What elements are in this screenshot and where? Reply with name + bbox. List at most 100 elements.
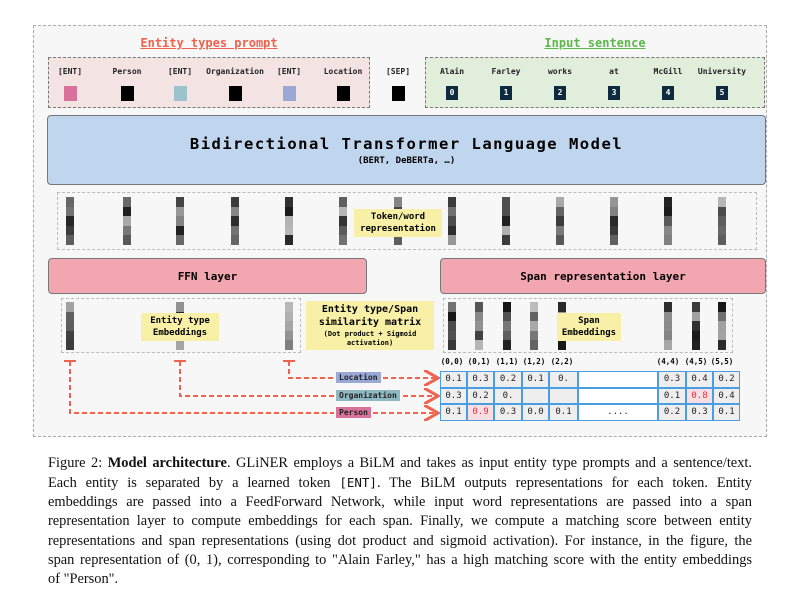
vector-segment bbox=[503, 302, 511, 312]
matrix-cell: 0.0 bbox=[522, 404, 549, 421]
matrix-cell: 0.3 bbox=[467, 371, 494, 388]
vector-segment bbox=[558, 302, 566, 312]
sentence-token-index: 2 bbox=[554, 86, 566, 100]
label-line: Embeddings bbox=[152, 328, 208, 338]
span-embedding-vector bbox=[475, 302, 483, 350]
vector-segment bbox=[285, 321, 293, 331]
caption-code: [ENT] bbox=[339, 475, 377, 491]
entity-label-location: Location bbox=[336, 372, 381, 383]
sentence-token-label: works bbox=[547, 67, 573, 76]
vector-segment bbox=[664, 197, 672, 207]
matrix-cell: 0.4 bbox=[713, 387, 740, 404]
vector-segment bbox=[692, 321, 700, 331]
vector-segment bbox=[285, 206, 293, 217]
sentence-token-index: 1 bbox=[500, 86, 512, 100]
vector-segment bbox=[66, 321, 74, 331]
vector-segment bbox=[394, 197, 402, 207]
span-embedding-vector bbox=[664, 302, 672, 350]
sentence-token-label: Alain bbox=[439, 67, 465, 76]
vector-segment bbox=[285, 302, 293, 312]
vector-segment bbox=[718, 216, 726, 226]
span-emb-box bbox=[443, 298, 733, 353]
span-header: (0,0) bbox=[440, 357, 464, 366]
vector-segment bbox=[664, 235, 672, 245]
caption-line: span representation of (0, 1), correspon… bbox=[48, 551, 752, 568]
vector-segment bbox=[475, 321, 483, 331]
vector-segment bbox=[176, 225, 184, 236]
vector-segment bbox=[123, 216, 131, 226]
vector-segment bbox=[123, 235, 131, 245]
caption-line: representations and span representations… bbox=[48, 532, 752, 549]
sentence-token-index: 3 bbox=[608, 86, 620, 100]
caption-line: representation layer to compute embeddin… bbox=[48, 513, 752, 530]
vector-segment bbox=[123, 197, 131, 207]
vector-segment bbox=[475, 302, 483, 312]
sentence-token-label: Farley bbox=[491, 67, 521, 76]
arrow-organization-in bbox=[179, 361, 334, 397]
entity-embedding-vector bbox=[285, 302, 293, 350]
matrix-cell: 0.3 bbox=[686, 404, 713, 421]
matrix-cell: 0.2 bbox=[467, 387, 494, 404]
vector-segment bbox=[66, 311, 74, 322]
matrix-cell: 0.1 bbox=[522, 371, 549, 388]
vector-segment bbox=[502, 206, 510, 217]
sep-token-square bbox=[392, 86, 405, 101]
prompt-token-square bbox=[229, 86, 242, 101]
token-vector bbox=[339, 197, 347, 245]
vector-segment bbox=[530, 302, 538, 312]
vector-segment bbox=[503, 340, 511, 350]
matrix-cell: 0.8 bbox=[686, 387, 713, 404]
vector-segment bbox=[448, 216, 456, 226]
sentence-token-label: McGill bbox=[653, 67, 683, 76]
prompt-box bbox=[48, 57, 370, 108]
prompt-token-label: Location bbox=[323, 67, 363, 76]
label-line: Token/word bbox=[370, 212, 426, 222]
vector-segment bbox=[339, 216, 347, 226]
vector-segment bbox=[664, 321, 672, 331]
sentence-token-index: 5 bbox=[716, 86, 728, 100]
entity-label-person: Person bbox=[336, 407, 371, 418]
caption-label: Figure 2: bbox=[48, 455, 108, 471]
bilm-subtitle: (BERT, DeBERTa, …) bbox=[357, 155, 456, 166]
matrix-cell bbox=[578, 371, 658, 388]
caption-text: Each entity is separated by a learned to… bbox=[48, 475, 340, 492]
vector-segment bbox=[339, 206, 347, 217]
vector-segment bbox=[610, 197, 618, 207]
vector-segment bbox=[66, 235, 74, 245]
matrix-cell: 0.1 bbox=[713, 404, 740, 421]
prompt-token-square bbox=[283, 86, 296, 101]
entity-label-organization: Organization bbox=[336, 390, 400, 401]
vector-segment bbox=[394, 235, 402, 245]
vector-segment bbox=[66, 197, 74, 207]
vector-segment bbox=[502, 197, 510, 207]
vector-segment bbox=[556, 216, 564, 226]
vector-segment bbox=[66, 302, 74, 312]
vector-segment bbox=[664, 302, 672, 312]
vector-segment bbox=[692, 311, 700, 322]
vector-segment bbox=[176, 235, 184, 245]
sentence-token-label: University bbox=[697, 67, 747, 76]
vector-segment bbox=[339, 197, 347, 207]
matrix-subtitle: (Dot product + Sigmoid activation) bbox=[323, 330, 417, 347]
token-repr-box bbox=[57, 192, 757, 250]
vector-segment bbox=[66, 330, 74, 341]
vector-segment bbox=[176, 302, 184, 312]
vector-segment bbox=[558, 340, 566, 350]
vector-segment bbox=[664, 311, 672, 322]
caption-title: Model architecture bbox=[107, 455, 227, 471]
matrix-cell: 0.1 bbox=[440, 404, 467, 421]
vector-segment bbox=[448, 225, 456, 236]
vector-segment bbox=[503, 330, 511, 341]
sentence-token-index: 0 bbox=[446, 86, 458, 100]
vector-segment bbox=[285, 197, 293, 207]
matrix-cell: 0.1 bbox=[440, 371, 467, 388]
span-layer: Span representation layer bbox=[440, 258, 766, 294]
vector-segment bbox=[448, 235, 456, 245]
prompt-token-label: [ENT] bbox=[167, 67, 193, 76]
vector-segment bbox=[66, 216, 74, 226]
vector-segment bbox=[718, 197, 726, 207]
vector-segment bbox=[66, 225, 74, 236]
sep-token-label: [SEP] bbox=[385, 67, 411, 76]
arrow-person-in bbox=[69, 361, 334, 414]
matrix-cell: 0.3 bbox=[494, 404, 522, 421]
